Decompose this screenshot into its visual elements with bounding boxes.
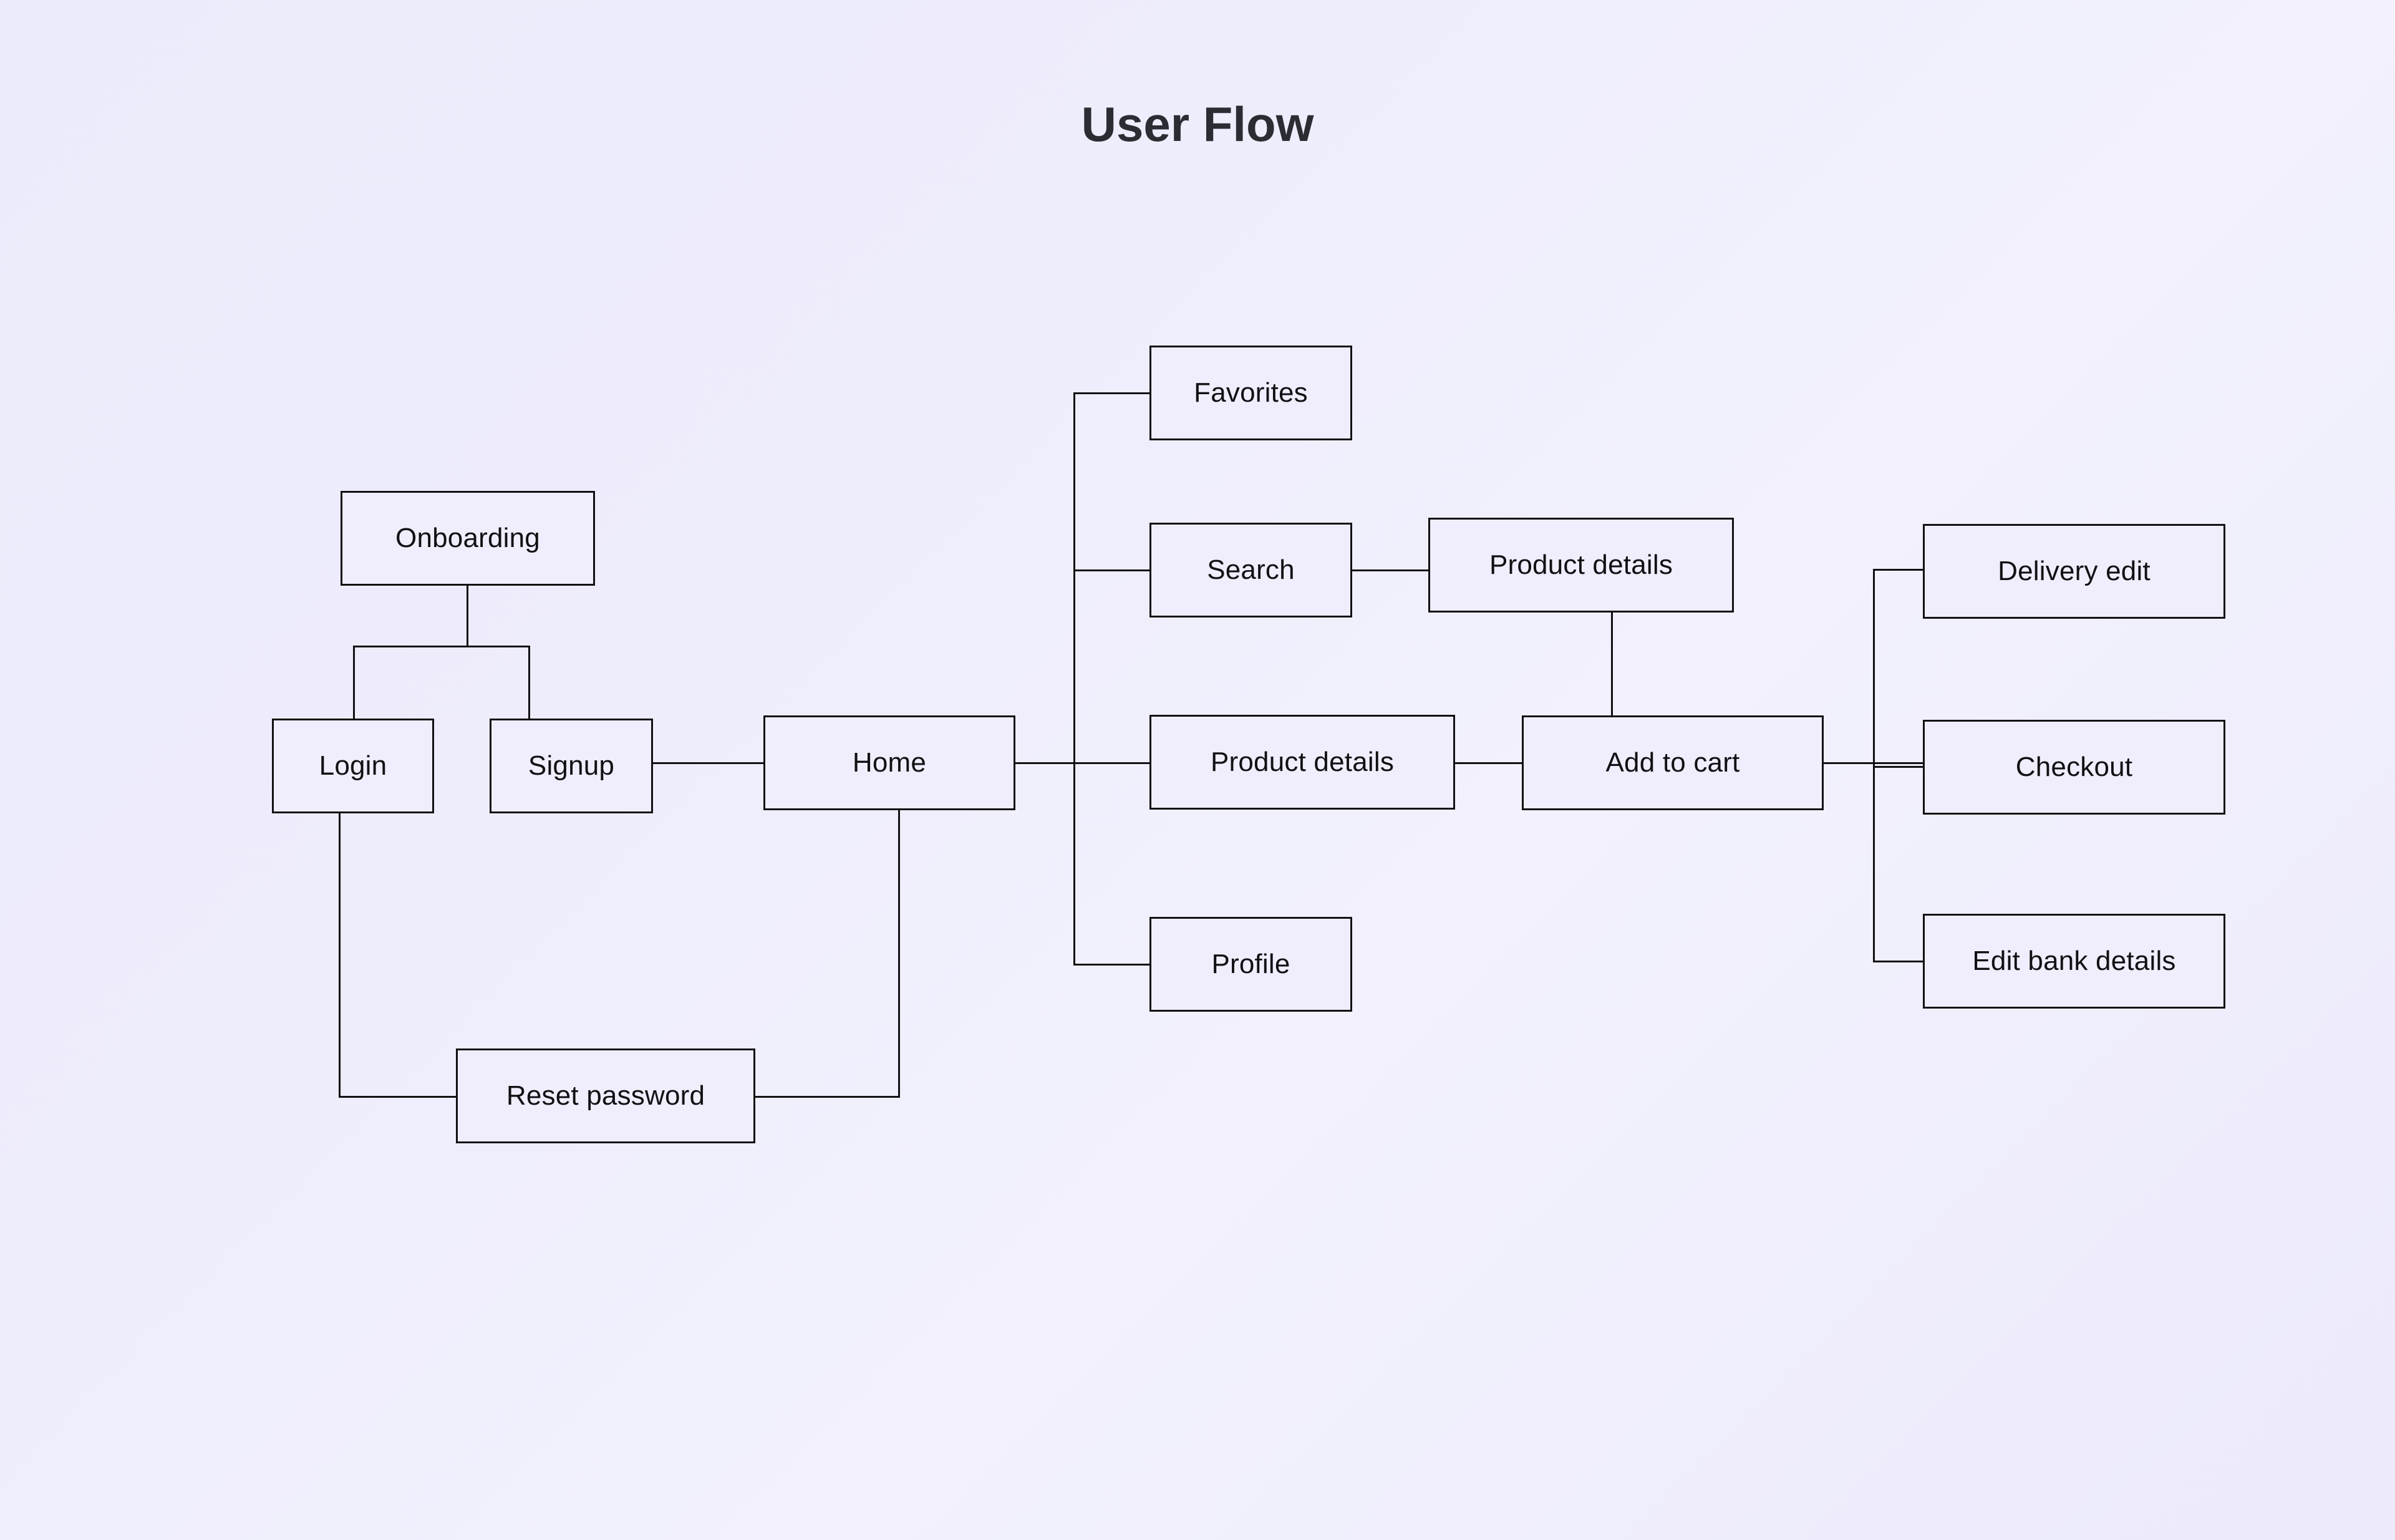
page-title: User Flow <box>830 100 1565 148</box>
node-label: Favorites <box>1194 377 1308 408</box>
node-label: Home <box>852 747 927 778</box>
node-edit-bank-details[interactable]: Edit bank details <box>1923 914 2225 1009</box>
node-label: Profile <box>1211 949 1290 979</box>
node-label: Edit bank details <box>1972 946 2176 976</box>
node-label: Checkout <box>2015 752 2133 782</box>
node-label: Signup <box>528 750 615 781</box>
node-reset-password[interactable]: Reset password <box>456 1048 755 1143</box>
edge-onboarding-to-signup <box>528 646 530 719</box>
node-label: Product details <box>1489 550 1673 580</box>
edge-trunk-to-checkout <box>1873 766 1925 768</box>
edge-reset-to-home-v <box>898 810 900 1098</box>
edge-right-trunk <box>1873 569 1875 962</box>
node-label: Delivery edit <box>1998 556 2151 586</box>
edge-reset-to-home-h <box>755 1096 900 1098</box>
node-delivery-edit[interactable]: Delivery edit <box>1923 524 2225 619</box>
node-label: Add to cart <box>1605 747 1740 778</box>
node-label: Login <box>319 750 387 781</box>
edge-login-down <box>339 813 341 1096</box>
node-favorites[interactable]: Favorites <box>1149 346 1352 440</box>
edge-onboarding-split <box>353 646 530 647</box>
edge-product-to-cart <box>1455 762 1524 764</box>
node-product-details-mid[interactable]: Product details <box>1149 715 1455 810</box>
node-home[interactable]: Home <box>763 715 1015 810</box>
edge-trunk-to-product <box>1073 762 1151 764</box>
edge-trunk-to-bank <box>1873 961 1925 962</box>
edge-signup-to-home <box>653 762 765 764</box>
node-label: Reset password <box>506 1080 705 1111</box>
edge-trunk-to-delivery <box>1873 569 1925 571</box>
edge-onboarding-to-login <box>353 646 355 719</box>
node-label: Onboarding <box>395 523 540 553</box>
node-profile[interactable]: Profile <box>1149 917 1352 1012</box>
edge-login-to-reset <box>339 1096 458 1098</box>
edge-trunk-to-search <box>1073 569 1151 571</box>
node-add-to-cart[interactable]: Add to cart <box>1522 715 1824 810</box>
edge-home-trunk <box>1073 392 1075 965</box>
node-label: Search <box>1207 554 1295 585</box>
edge-home-out <box>1015 762 1075 764</box>
edge-product-top-to-cart <box>1611 613 1613 717</box>
page-title-text: User Flow <box>1081 97 1314 152</box>
node-product-details-top[interactable]: Product details <box>1428 518 1734 613</box>
node-label: Product details <box>1210 747 1395 777</box>
node-search[interactable]: Search <box>1149 523 1352 617</box>
node-login[interactable]: Login <box>272 719 434 813</box>
node-checkout[interactable]: Checkout <box>1923 720 2225 815</box>
edge-onboarding-down <box>467 586 468 646</box>
edge-trunk-to-profile <box>1073 964 1151 966</box>
node-onboarding[interactable]: Onboarding <box>341 491 595 586</box>
edge-trunk-to-favorites <box>1073 392 1151 394</box>
node-signup[interactable]: Signup <box>490 719 653 813</box>
edge-search-to-product-top <box>1352 569 1430 571</box>
